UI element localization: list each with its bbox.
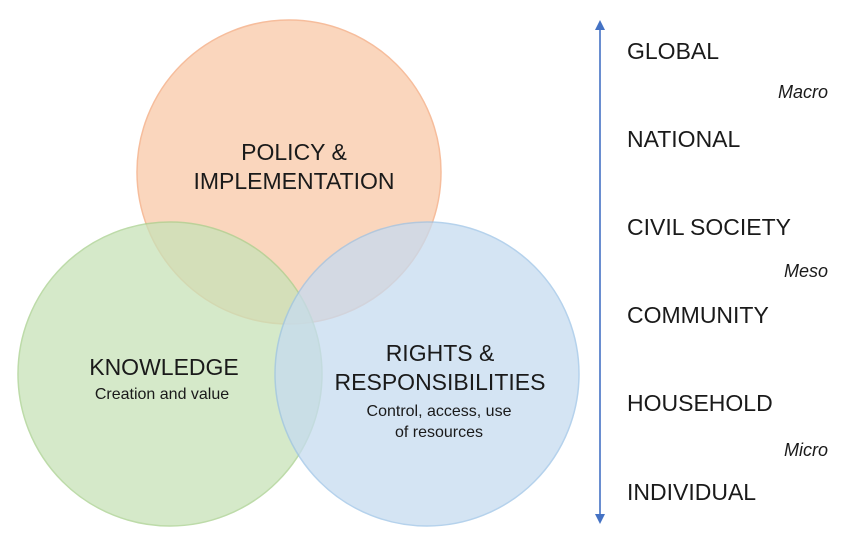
knowledge-title: KNOWLEDGE bbox=[89, 354, 239, 380]
rights-subtitle-line-2: of resources bbox=[395, 424, 483, 441]
rights-title-line-1: RIGHTS & bbox=[386, 340, 495, 366]
rights-subtitle-line-1: Control, access, use bbox=[367, 403, 512, 420]
scale-macro: Macro bbox=[777, 82, 828, 102]
rights-circle bbox=[274, 221, 580, 527]
level-global: GLOBAL bbox=[627, 38, 720, 64]
arrow-down-icon bbox=[595, 514, 605, 524]
scale-axis-arrow bbox=[595, 20, 605, 524]
level-community: COMMUNITY bbox=[627, 302, 769, 328]
venn-diagram: POLICY & IMPLEMENTATION KNOWLEDGE Creati… bbox=[17, 19, 580, 527]
level-civil-society: CIVIL SOCIETY bbox=[627, 214, 792, 240]
policy-title-line-1: POLICY & bbox=[241, 139, 347, 165]
level-household: HOUSEHOLD bbox=[627, 390, 773, 416]
scale-meso: Meso bbox=[783, 261, 828, 281]
level-national: NATIONAL bbox=[627, 126, 741, 152]
rights-title-line-2: RESPONSIBILITIES bbox=[335, 369, 546, 395]
scale-micro: Micro bbox=[784, 440, 828, 460]
arrow-up-icon bbox=[595, 20, 605, 30]
knowledge-subtitle: Creation and value bbox=[95, 386, 229, 403]
policy-title-line-2: IMPLEMENTATION bbox=[193, 168, 394, 194]
level-individual: INDIVIDUAL bbox=[627, 479, 757, 505]
